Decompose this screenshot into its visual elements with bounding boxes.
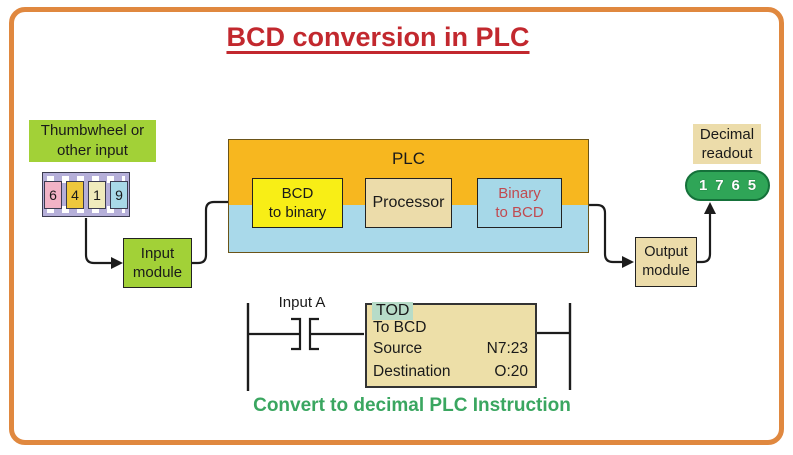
binary-to-bcd-box: Binary to BCD xyxy=(477,178,562,228)
destination-label: Destination xyxy=(373,363,451,380)
destination-row: Destination O:20 xyxy=(373,363,528,381)
thumbwheel-filmstrip-top xyxy=(47,176,125,183)
tod-instruction-box: TOD To BCD Source N7:23 Destination O:20 xyxy=(365,302,537,388)
destination-value: O:20 xyxy=(494,363,528,380)
readout-digit: 7 xyxy=(715,177,724,194)
plc-label: PLC xyxy=(391,149,426,168)
thumbwheel-digits: 6 4 1 9 xyxy=(43,173,129,216)
readout-digits: 1 7 6 5 xyxy=(687,177,768,194)
thumbwheel-label: Thumbwheel or other input xyxy=(29,120,156,162)
decimal-readout-display: 1 7 6 5 xyxy=(685,170,770,201)
output-module-box: Output module xyxy=(635,237,697,287)
source-label: Source xyxy=(373,340,423,357)
processor-box: Processor xyxy=(365,178,452,228)
page-title: BCD conversion in PLC xyxy=(226,22,530,52)
readout-digit: 5 xyxy=(747,177,757,194)
thumbwheel: 6 4 1 9 xyxy=(42,172,130,217)
input-module-box: Input module xyxy=(123,238,192,288)
caption-text: Convert to decimal PLC Instruction xyxy=(253,395,571,416)
thumbwheel-digit: 4 xyxy=(66,180,84,209)
decimal-readout-label: Decimal readout xyxy=(693,124,761,164)
instruction-operation: To BCD xyxy=(373,319,427,336)
instruction-name-tag: TOD xyxy=(372,302,414,320)
readout-digit: 6 xyxy=(731,177,740,194)
bcd-to-binary-box: BCD to binary xyxy=(252,178,343,228)
thumbwheel-filmstrip-bottom xyxy=(47,206,125,213)
thumbwheel-digit: 9 xyxy=(110,180,128,209)
source-row: Source N7:23 xyxy=(373,340,528,358)
thumbwheel-digit: 6 xyxy=(44,180,62,209)
readout-digit: 1 xyxy=(698,177,708,194)
contact-label: Input A xyxy=(278,294,326,311)
thumbwheel-digit: 1 xyxy=(88,180,106,209)
source-value: N7:23 xyxy=(486,340,528,357)
